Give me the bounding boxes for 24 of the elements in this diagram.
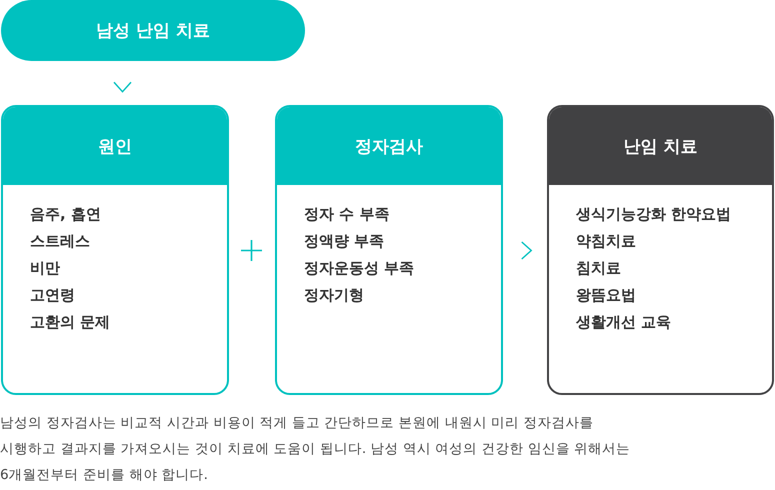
info-card [547,105,774,395]
info-card [1,105,229,395]
chevron-arrow [521,241,532,260]
chevron-arrow [113,82,132,93]
list-item: 고환의 문제 [30,312,110,333]
list-item: 스트레스 [30,231,90,252]
list-item: 고연령 [30,285,75,306]
list-item: 약침치료 [576,231,636,252]
list-item: 비만 [30,258,60,279]
list-item: 침치료 [576,258,621,279]
list-item: 정액량 부족 [304,231,384,252]
list-item: 왕뜸요법 [576,285,636,306]
card-title: 원인 [98,136,132,158]
caption-text: 남성의 정자검사는 비교적 시간과 비용이 적게 들고 간단하므로 본원에 내원시 미리 정자검사를 시행하고 결과지를 가져오시는 것이 치료에 도움이 됩니다. 남성 역시 여성의 건강한 임신을 위해서는 6개월전부터 준비를 해야 합니다. [0,414,632,485]
card-title: 정자검사 [355,136,423,158]
list-item: 생활개선 교육 [576,312,672,333]
pill-title: 남성 난임 치료 [96,20,210,42]
info-card [275,105,503,395]
list-item: 정자 수 부족 [304,204,390,225]
list-item: 정자운동성 부족 [304,258,414,279]
list-item: 음주, 흡연 [30,204,101,225]
list-item: 생식기능강화 한약요법 [576,204,732,225]
list-item: 정자기형 [304,285,364,306]
card-title: 난임 치료 [624,136,698,158]
